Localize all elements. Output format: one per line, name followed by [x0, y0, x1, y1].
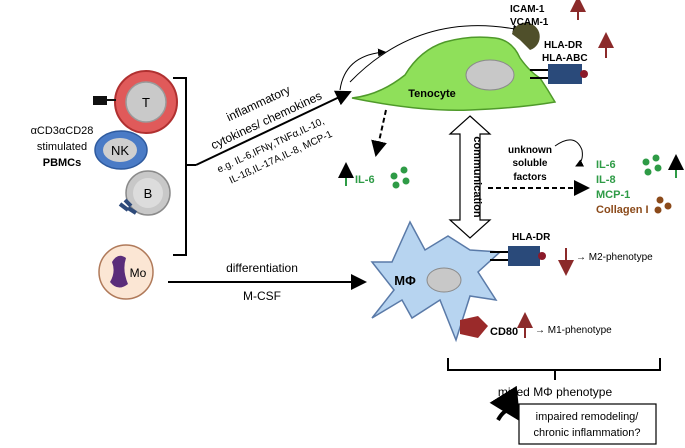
hla-dr-tenocyte-label: HLA-DR: [544, 40, 583, 51]
outcome-line2: chronic inflammation?: [534, 427, 641, 439]
phenotype-bracket: [447, 358, 661, 380]
outcome-line1: impaired remodeling/: [536, 411, 640, 423]
nk-cell: NK: [94, 130, 148, 170]
svg-text:T: T: [142, 95, 150, 110]
cytokine-dots-icon: [642, 154, 662, 176]
icam-vcam-receptor-icon: [512, 22, 540, 50]
svg-text:Mo: Mo: [130, 266, 147, 280]
cytokine-arrow: [195, 90, 352, 166]
tenocyte: Tenocyte: [351, 36, 557, 111]
t-cell: T: [93, 70, 178, 134]
monocyte-nucleus-icon: [110, 255, 128, 288]
il6-right-label: IL-6: [596, 159, 616, 171]
icam-label: ICAM-1: [510, 4, 545, 15]
il6-dashed-arrow: [371, 109, 387, 157]
hla-receptor-icon: [530, 64, 588, 84]
m2-label: → M2-phenotype: [576, 252, 653, 263]
svg-text:B: B: [144, 186, 153, 201]
svg-text:factors: factors: [513, 172, 547, 183]
cd80-receptor-icon: [460, 316, 488, 338]
monocyte: Mo: [98, 244, 154, 300]
pbmc-label: αCD3αCD28 stimulated PBMCs: [31, 125, 94, 169]
svg-text:soluble: soluble: [512, 158, 547, 169]
hla-dr-macrophage-label: HLA-DR: [512, 232, 551, 243]
svg-text:stimulated: stimulated: [37, 141, 87, 153]
il6-left-label: IL-6: [355, 174, 375, 186]
hla-abc-label: HLA-ABC: [542, 53, 588, 64]
mixed-phenotype-label: mixed MΦ phenotype: [498, 385, 613, 399]
svg-text:PBMCs: PBMCs: [43, 157, 82, 169]
collagen-label: Collagen I: [596, 204, 649, 216]
collagen-dots-icon: [654, 196, 672, 214]
b-cell: B: [118, 170, 171, 216]
curved-arrow-icon: [489, 385, 521, 422]
tcr-receptor-icon: [93, 96, 107, 105]
m1-label: → M1-phenotype: [535, 325, 612, 336]
bcr-receptor-icon: [118, 198, 138, 215]
svg-text:communication: communication: [471, 136, 483, 218]
hla-receptor-icon: [490, 246, 546, 266]
unknown-label: unknown: [508, 145, 552, 156]
communication-arrow: communication: [448, 115, 492, 239]
svg-text:MΦ: MΦ: [394, 273, 416, 288]
svg-text:NK: NK: [111, 143, 129, 158]
cytokine-dots-icon: [390, 166, 410, 189]
il8-label: IL-8: [596, 174, 616, 186]
differentiation-label: differentiation: [226, 261, 298, 275]
cd80-label: CD80: [490, 326, 518, 338]
macrophage: MΦ: [370, 220, 502, 343]
pbmc-bracket: [173, 77, 187, 256]
mcp1-label: MCP-1: [596, 189, 630, 201]
vcam-label: VCAM-1: [510, 17, 549, 28]
cytokine-text: inflammatory cytokines/ chemokines e.g. …: [209, 83, 335, 187]
svg-text:αCD3αCD28: αCD3αCD28: [31, 125, 94, 137]
mcsf-label: M-CSF: [243, 289, 281, 303]
outcome-box: [518, 403, 657, 445]
svg-text:Tenocyte: Tenocyte: [408, 88, 455, 100]
